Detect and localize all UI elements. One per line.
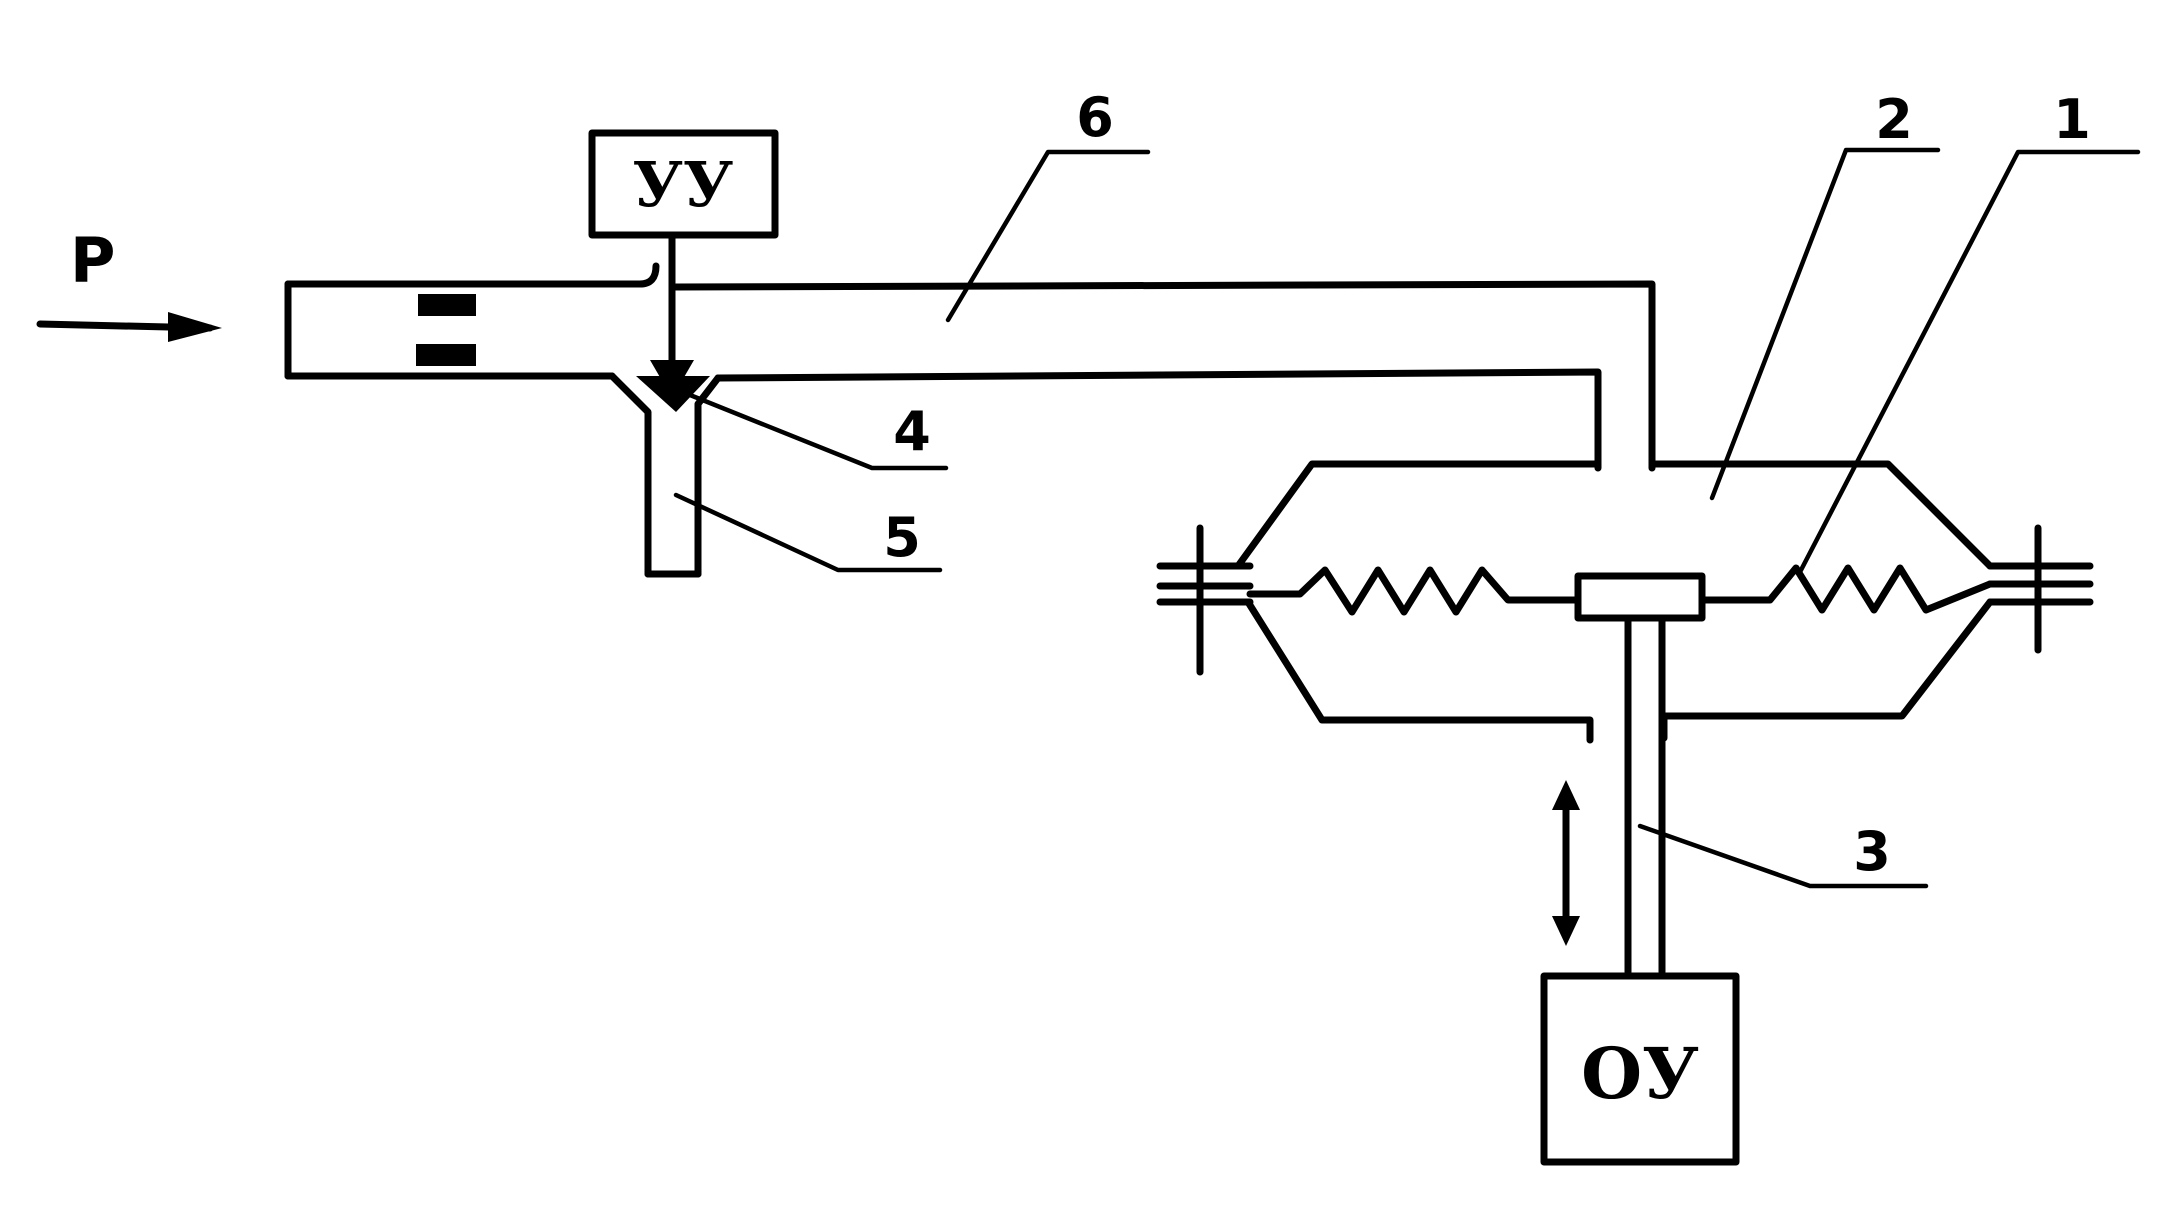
motion-arrow — [1552, 780, 1580, 946]
object-box — [1540, 972, 1740, 1166]
controller-box-label: УУ — [633, 148, 734, 221]
object-box-label: ОУ — [1581, 1032, 1699, 1115]
callout-label-4: 4 — [893, 400, 931, 463]
callout-label-3: 3 — [1853, 820, 1891, 883]
callout-leader-2 — [1709, 147, 1941, 501]
control-signal-arrow — [650, 231, 694, 398]
callout-leader-5 — [673, 492, 943, 573]
callout-leader-4 — [687, 392, 949, 471]
callout-label-2: 2 — [1875, 88, 1913, 151]
callout-leader-1 — [1797, 149, 2141, 575]
input-label: P — [70, 224, 115, 297]
input-arrow — [36, 312, 222, 342]
callout-label-6: 6 — [1076, 86, 1114, 149]
callout-leader-6 — [945, 149, 1151, 323]
supply-pipe — [284, 262, 1656, 472]
actuator-chamber — [1156, 460, 2094, 744]
callout-leader-3 — [1637, 823, 1929, 889]
diaphragm-plate — [1574, 572, 1706, 622]
callout-label-1: 1 — [2053, 88, 2091, 151]
callout-label-5: 5 — [883, 506, 921, 569]
controller-box — [588, 129, 779, 239]
diaphragm-spring — [1246, 564, 1994, 622]
actuator-rod — [1624, 616, 1666, 976]
valve — [608, 372, 722, 578]
